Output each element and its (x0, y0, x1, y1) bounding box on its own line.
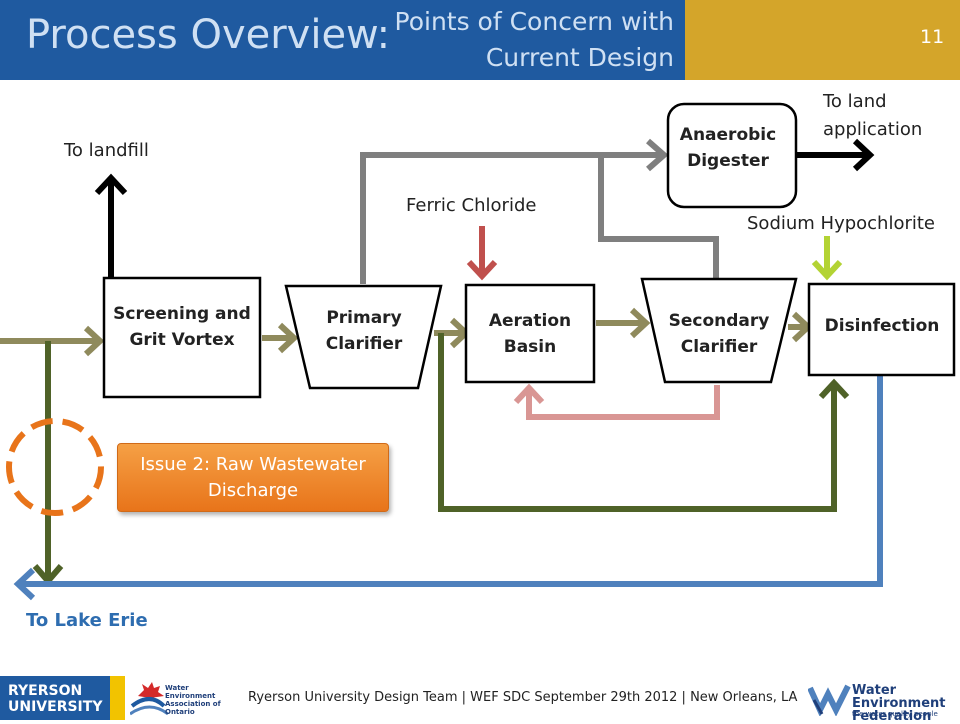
return-sludge-arrow (513, 383, 720, 420)
process-diagram (0, 102, 956, 601)
slide-subtitle: Points of Concern with Current Design (394, 7, 674, 72)
sodium-hypochlorite-label: Sodium Hypochlorite (747, 213, 936, 234)
screening-label: Screening and Grit Vortex (113, 304, 251, 350)
issue-callout: Issue 2: Raw Wastewater Discharge (117, 443, 389, 512)
footer (0, 676, 960, 720)
digester-box (666, 102, 798, 209)
weao-logo-text: Water Environment Association of Ontario (165, 684, 221, 716)
landfill-arrow (94, 173, 128, 277)
wef-tagline: the water quality people (852, 710, 938, 718)
primary-clarifier-shape (284, 284, 443, 390)
weao-logo-icon (130, 682, 169, 716)
slide-number: 11 (920, 26, 945, 48)
aeration-to-secondary-arrow (596, 307, 651, 339)
header-accent (685, 0, 960, 80)
to-landfill-label: To landfill (64, 140, 149, 161)
to-land-application-label: To land application (823, 91, 923, 140)
issue-highlight-circle (6, 418, 104, 516)
land-application-arrow (797, 138, 875, 172)
aeration-label: Aeration Basin (488, 311, 572, 357)
secondary-to-disinfection-arrow (788, 311, 813, 343)
aeration-box (464, 283, 596, 384)
issue-callout-text: Issue 2: Raw Wastewater Discharge (140, 453, 366, 501)
sodium-hypochlorite-arrow (811, 236, 843, 281)
screening-to-primary-arrow (262, 322, 299, 354)
secondary-clarifier-shape (640, 277, 798, 384)
primary-clarifier-label: Primary Clarifier (325, 308, 403, 354)
secondary-clarifier-label: Secondary Clarifier (668, 311, 770, 357)
disinfection-box (807, 282, 956, 377)
disinfection-label: Disinfection (824, 316, 940, 336)
screening-box (102, 276, 262, 399)
wef-logo-icon (808, 684, 851, 716)
bypass-line (438, 333, 850, 512)
to-lake-erie-label: To Lake Erie (26, 610, 148, 631)
footer-text: Ryerson University Design Team | WEF SDC… (248, 690, 798, 705)
digester-label: Anaerobic Digester (679, 125, 777, 171)
sludge-lines (360, 138, 719, 284)
raw-discharge-arrow (32, 341, 64, 586)
header-bar (0, 0, 960, 80)
ferric-chloride-label: Ferric Chloride (406, 195, 537, 216)
ryerson-logo: RYERSON UNIVERSITY (0, 676, 110, 720)
effluent-arrow (13, 376, 883, 601)
ferric-chloride-arrow (466, 226, 498, 281)
slide-title: Process Overview: (26, 12, 391, 58)
ryerson-logo-accent (110, 676, 125, 720)
